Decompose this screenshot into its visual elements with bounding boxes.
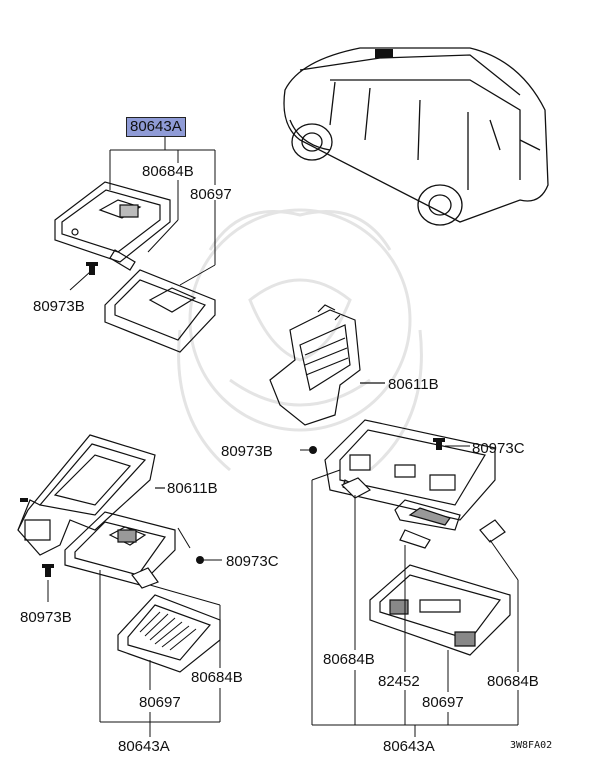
top-screw — [86, 262, 98, 275]
part-label-left-housing[interactable]: 80611B — [167, 480, 218, 497]
part-label-bracket-right[interactable]: 80611B — [388, 376, 439, 393]
right-screws — [309, 438, 445, 454]
part-label-screw-mid[interactable]: 80973B — [221, 443, 273, 460]
part-label-left-lens[interactable]: 80697 — [139, 694, 181, 711]
left-bulb — [132, 568, 158, 588]
vehicle-outline — [284, 48, 548, 225]
part-label-right-lens[interactable]: 80697 — [422, 694, 464, 711]
part-label-right-bulb-left[interactable]: 80684B — [323, 651, 375, 668]
part-label-screw-right[interactable]: 80973C — [472, 440, 525, 457]
part-label-right-bulb-right[interactable]: 80684B — [487, 673, 539, 690]
right-group-leaders — [300, 446, 518, 737]
part-label-left-screw-bottom[interactable]: 80973B — [20, 609, 72, 626]
part-label-left-screw-right[interactable]: 80973C — [226, 553, 279, 570]
left-inner-housing — [65, 512, 175, 585]
part-label-right-switch[interactable]: 82452 — [378, 673, 420, 690]
right-bulbs — [342, 478, 505, 542]
part-label-top-lens[interactable]: 80697 — [190, 186, 232, 203]
part-label-left-bulb[interactable]: 80684B — [191, 669, 243, 686]
left-lamp-housing — [18, 435, 165, 555]
left-group-leaders — [48, 528, 222, 737]
left-screws — [20, 498, 204, 577]
part-label-left-group[interactable]: 80643A — [118, 738, 170, 755]
top-group-leaders — [70, 136, 215, 290]
top-lamp-housing — [55, 182, 170, 270]
part-label-top-group[interactable]: 80643A — [126, 117, 186, 137]
part-label-top-screw[interactable]: 80973B — [33, 298, 85, 315]
figure-code: 3W8FA02 — [510, 740, 553, 751]
right-lamp-lens — [370, 565, 510, 655]
roof-lamp-marker — [375, 49, 393, 58]
part-label-right-group[interactable]: 80643A — [383, 738, 435, 755]
watermark-emblem — [179, 210, 422, 470]
top-lamp-lens — [105, 270, 215, 352]
mounting-bracket — [270, 305, 385, 425]
part-label-top-lens-bulb[interactable]: 80684B — [142, 163, 194, 180]
left-lamp-lens — [118, 595, 220, 672]
